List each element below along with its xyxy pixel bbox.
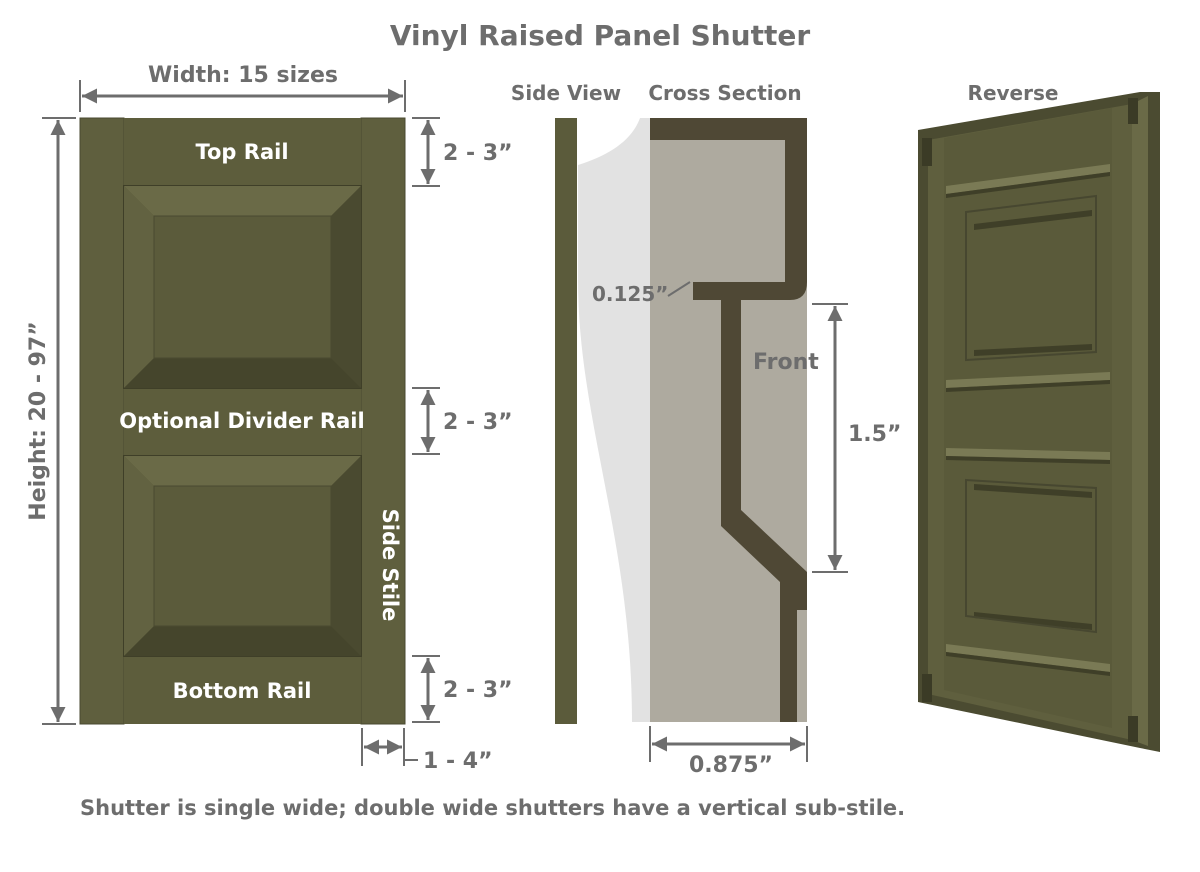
cross-section-heading: Cross Section: [648, 81, 801, 105]
width-label: Width: 15 sizes: [148, 63, 338, 88]
upper-raised-panel: [123, 185, 362, 389]
reverse-panels: [965, 194, 1097, 634]
width-dimension: Width: 15 sizes: [79, 63, 406, 112]
reverse-heading: Reverse: [968, 81, 1059, 105]
side-stile-label: Side Stile: [378, 509, 402, 622]
reverse-rails: [946, 164, 1110, 676]
side-view-heading: Side View: [511, 81, 621, 105]
magnifier-wedge: [578, 118, 650, 722]
profile-depth-dimension: 0.875”: [649, 726, 808, 778]
top-rail-label: Top Rail: [195, 140, 288, 164]
lower-raised-panel: [123, 455, 362, 657]
left-side-stile: [79, 117, 125, 725]
cross-section-profile: [650, 118, 807, 722]
divider-rail-dimension: 2 - 3”: [412, 387, 513, 455]
bottom-rail-dim-label: 2 - 3”: [443, 678, 513, 703]
side-stile-dimension: 1 - 4”: [361, 728, 493, 774]
top-rail: [124, 118, 361, 186]
side-view: [555, 118, 650, 724]
divider-rail-dim-label: 2 - 3”: [443, 410, 513, 435]
side-view-profile: [555, 118, 577, 724]
side-stile-dim-label: 1 - 4”: [423, 749, 493, 774]
cross-section: [650, 118, 807, 722]
footnote: Shutter is single wide; double wide shut…: [80, 796, 905, 820]
right-side-stile: [360, 117, 406, 725]
bottom-rail-label: Bottom Rail: [173, 679, 312, 703]
reverse-shutter: [918, 92, 1160, 752]
top-rail-dim-label: 2 - 3”: [443, 141, 513, 166]
diagram-title: Vinyl Raised Panel Shutter: [390, 19, 811, 52]
panel-depth-label: 1.5”: [848, 422, 901, 447]
divider-rail-label: Optional Divider Rail: [119, 409, 364, 433]
top-rail-dimension: 2 - 3”: [412, 117, 513, 187]
divider-rail: [124, 388, 361, 456]
panel-depth-dimension: 1.5”: [812, 303, 901, 573]
bottom-rail: [124, 656, 361, 724]
profile-depth-label: 0.875”: [689, 753, 773, 778]
height-label: Height: 20 - 97”: [26, 321, 51, 520]
wall-thickness-label: 0.125”: [592, 282, 668, 306]
front-shutter: Top Rail Optional Divider Rail Bottom Ra…: [79, 117, 406, 725]
bottom-rail-dimension: 2 - 3”: [412, 655, 513, 723]
height-dimension: Height: 20 - 97”: [26, 117, 76, 725]
front-label: Front: [753, 350, 819, 375]
